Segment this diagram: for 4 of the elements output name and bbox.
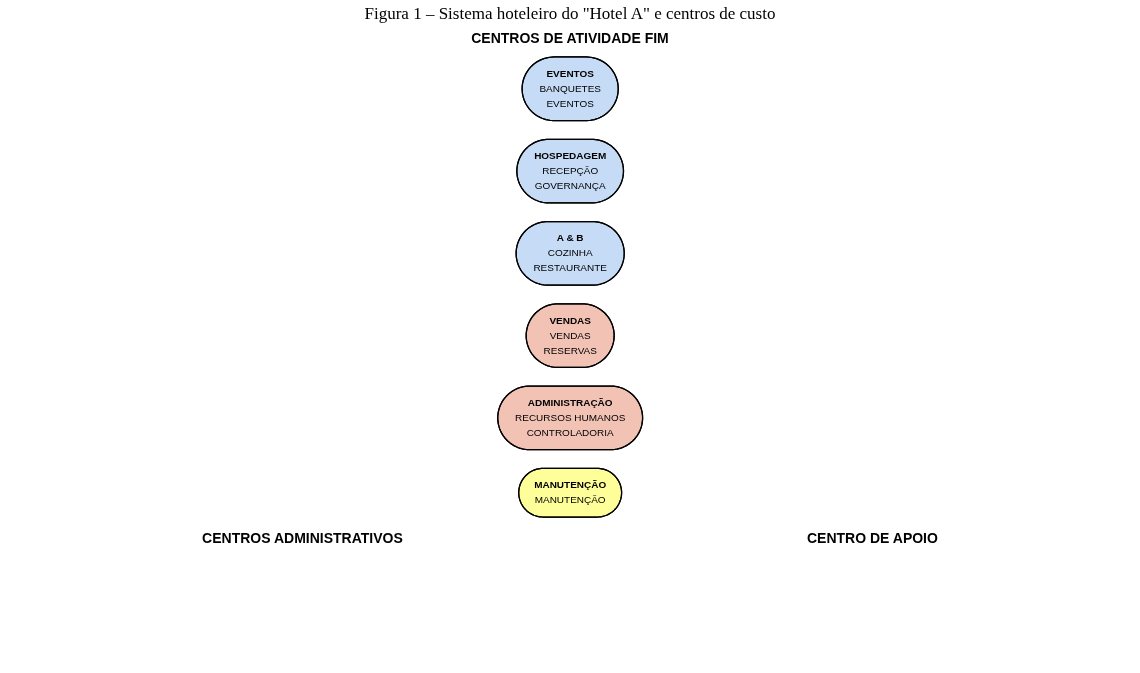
group-heading: CENTROS DE ATIVIDADE FIM bbox=[470, 30, 670, 46]
group-heading: CENTROS ADMINISTRATIVOS bbox=[202, 530, 403, 546]
group-heading: CENTRO DE APOIO bbox=[806, 530, 938, 546]
figure-title: Figura 1 – Sistema hoteleiro do "Hotel A" e centros de custo bbox=[363, 4, 777, 24]
